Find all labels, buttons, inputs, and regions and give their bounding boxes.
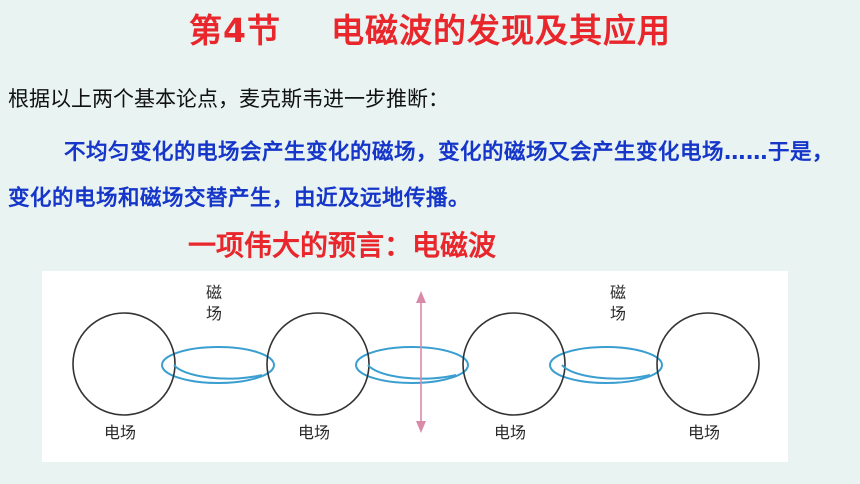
magnetic-label-right-top: 磁 [610, 283, 626, 302]
electric-label-2: 电场 [298, 423, 330, 442]
electric-label-3: 电场 [494, 423, 526, 442]
electric-field-circle-2 [266, 312, 370, 416]
arrow-head-up [416, 291, 426, 303]
diagram-svg: 磁 场 磁 场 电场 电场 电场 电场 [72, 283, 760, 442]
page-title: 第4节 电磁波的发现及其应用 [189, 11, 671, 50]
magnetic-label-left-top: 磁 [206, 283, 222, 302]
arrow-head-down [416, 421, 426, 433]
magnetic-label-right-bottom: 场 [610, 304, 626, 323]
magnetic-field-ring-2 [355, 346, 469, 384]
subtitle: 一项伟大的预言：电磁波 [188, 229, 497, 262]
electric-field-circle-1 [72, 312, 176, 416]
magnetic-field-ring-1 [161, 346, 275, 384]
magnetic-ring-front-arc [367, 364, 457, 380]
magnetic-label-left-bottom: 场 [206, 304, 222, 323]
electric-field-circle-4 [656, 312, 760, 416]
electric-field-circle-3 [462, 312, 566, 416]
magnetic-ring-front-arc [561, 364, 651, 380]
highlight-text: 不均匀变化的电场会产生变化的磁场，变化的磁场又会产生变化电场……于是，变化的电场… [8, 140, 835, 211]
magnetic-field-ring-3 [549, 346, 663, 384]
magnetic-ring-front-arc [173, 364, 263, 380]
electromagnetic-wave-diagram: 磁 场 磁 场 电场 电场 电场 电场 [42, 271, 788, 462]
intro-text: 根据以上两个基本论点，麦克斯韦进一步推断： [8, 87, 449, 111]
electric-label-4: 电场 [688, 423, 720, 442]
electric-label-1: 电场 [104, 423, 136, 442]
